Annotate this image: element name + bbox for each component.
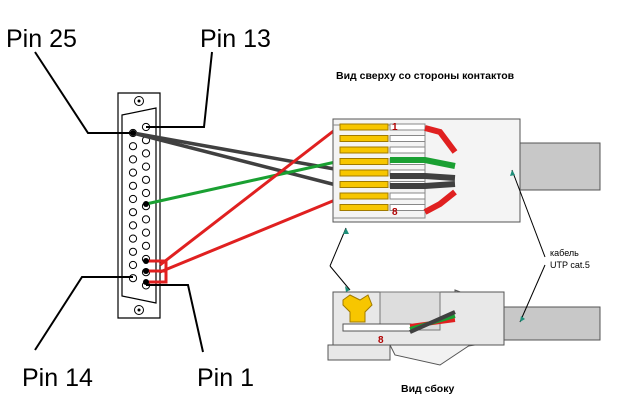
db25-pin-hole [128, 168, 138, 177]
view-link-arrow-top [329, 227, 347, 267]
plug-contact [339, 181, 389, 188]
pin25-leader [34, 51, 133, 134]
db25-pin-hole [128, 247, 138, 256]
pin13-label: Pin 13 [200, 25, 271, 53]
db25-pin-hole [141, 228, 151, 237]
red-wire-2 [159, 196, 341, 274]
cable-label-line1: кабель [550, 248, 579, 258]
gray-wire-2 [132, 131, 341, 188]
db25-pin-hole [141, 215, 151, 224]
plug-wire-slot [389, 192, 426, 200]
plug-wire-slot [389, 123, 426, 131]
plug-contact [339, 204, 389, 211]
rj45-top-view: 1 8 [332, 118, 601, 223]
wires [130, 124, 341, 285]
db25-pin-hole [128, 234, 138, 243]
plug-contact [339, 146, 389, 154]
plug-contacts [339, 123, 426, 211]
plug-contact [339, 158, 389, 165]
plug-gray-wire [390, 173, 456, 181]
rj45-side-view: 8 [327, 289, 601, 366]
plug-red-wire-top [424, 125, 458, 154]
db25-pin-hole [141, 175, 151, 184]
db25-pin-hole [141, 149, 151, 158]
db25-pin-hole [141, 162, 151, 171]
plug-green-wire [390, 157, 456, 169]
contact-number-1: 1 [392, 122, 398, 133]
db25-pin-hole [128, 194, 138, 204]
db25-pin-hole [128, 274, 138, 283]
plug-wire-slot [389, 146, 426, 154]
plug-contact [339, 135, 389, 142]
side-view-caption: Вид сбоку [401, 383, 454, 395]
contact-number-8: 8 [392, 207, 398, 218]
db25-pin-hole [141, 241, 151, 250]
pin1-label: Pin 1 [197, 364, 254, 392]
plug-contact [339, 123, 389, 131]
plug-contact [339, 169, 389, 177]
db25-pin-column-right [128, 128, 138, 283]
side-contact-number-8: 8 [378, 335, 384, 346]
pin1-leader [146, 284, 204, 353]
db25-pin-hole [128, 221, 138, 230]
db25-pin-hole [128, 208, 138, 217]
db25-pin-hole [128, 142, 138, 151]
cable-label-line2: UTP cat.5 [550, 260, 590, 270]
side-contact [342, 294, 373, 323]
plug-wire-slot [389, 204, 426, 211]
db25-connector [117, 92, 161, 319]
cable-pointer-top [511, 169, 546, 258]
leader-lines [34, 51, 213, 353]
cable-pointer-side [519, 264, 546, 323]
db25-pin-hole [128, 181, 138, 190]
pin25-label: Pin 25 [6, 25, 77, 53]
pin14-label: Pin 14 [22, 364, 93, 392]
plug-red-wire-bottom [423, 189, 457, 215]
annotations: кабель UTP cat.5 [329, 169, 590, 323]
pin13-leader [146, 51, 213, 128]
cable-side [494, 306, 601, 341]
db25-pin-hole [128, 260, 138, 270]
pin14-leader [34, 276, 133, 351]
top-view-caption: Вид сверху со стороны контактов [336, 70, 515, 82]
teal-arrowhead-top [343, 228, 349, 234]
gray-wire-1 [132, 131, 341, 172]
plug-wire-slot [389, 135, 426, 142]
plug-latch [389, 344, 472, 366]
db25-pin-hole [128, 155, 138, 164]
plug-contact [339, 192, 389, 200]
db25-pin-hole [141, 188, 151, 198]
green-wire [145, 159, 341, 206]
red-wire-1 [159, 124, 341, 267]
